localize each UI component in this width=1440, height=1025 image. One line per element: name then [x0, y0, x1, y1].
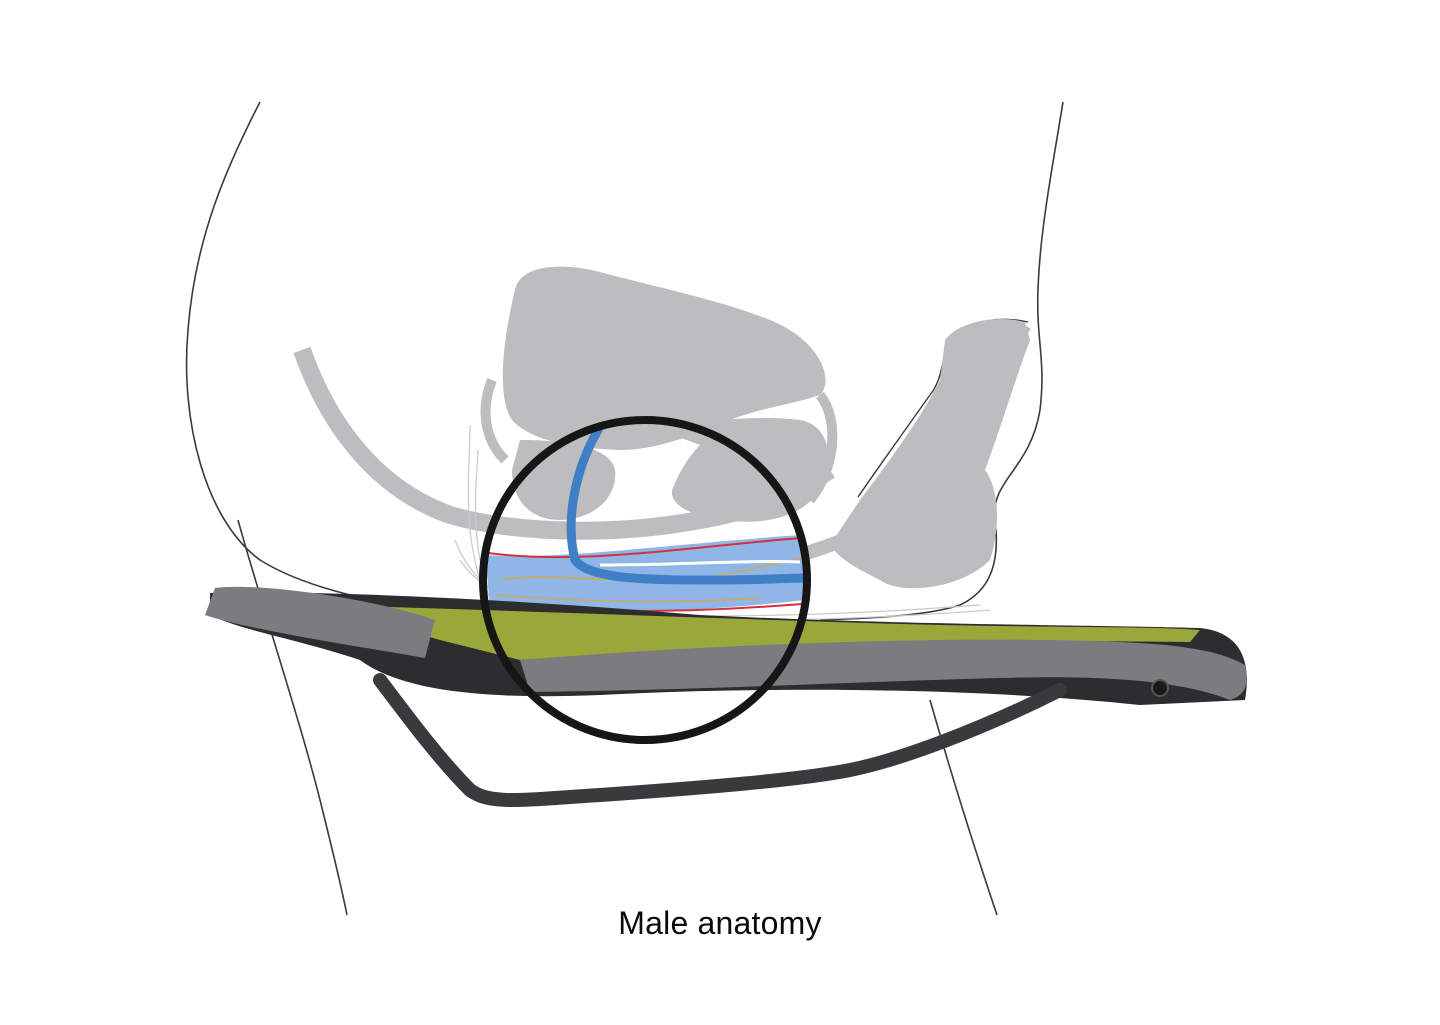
bicycle-saddle	[205, 586, 1247, 807]
highlight-circle	[479, 416, 811, 744]
figure-caption: Male anatomy	[618, 905, 822, 941]
